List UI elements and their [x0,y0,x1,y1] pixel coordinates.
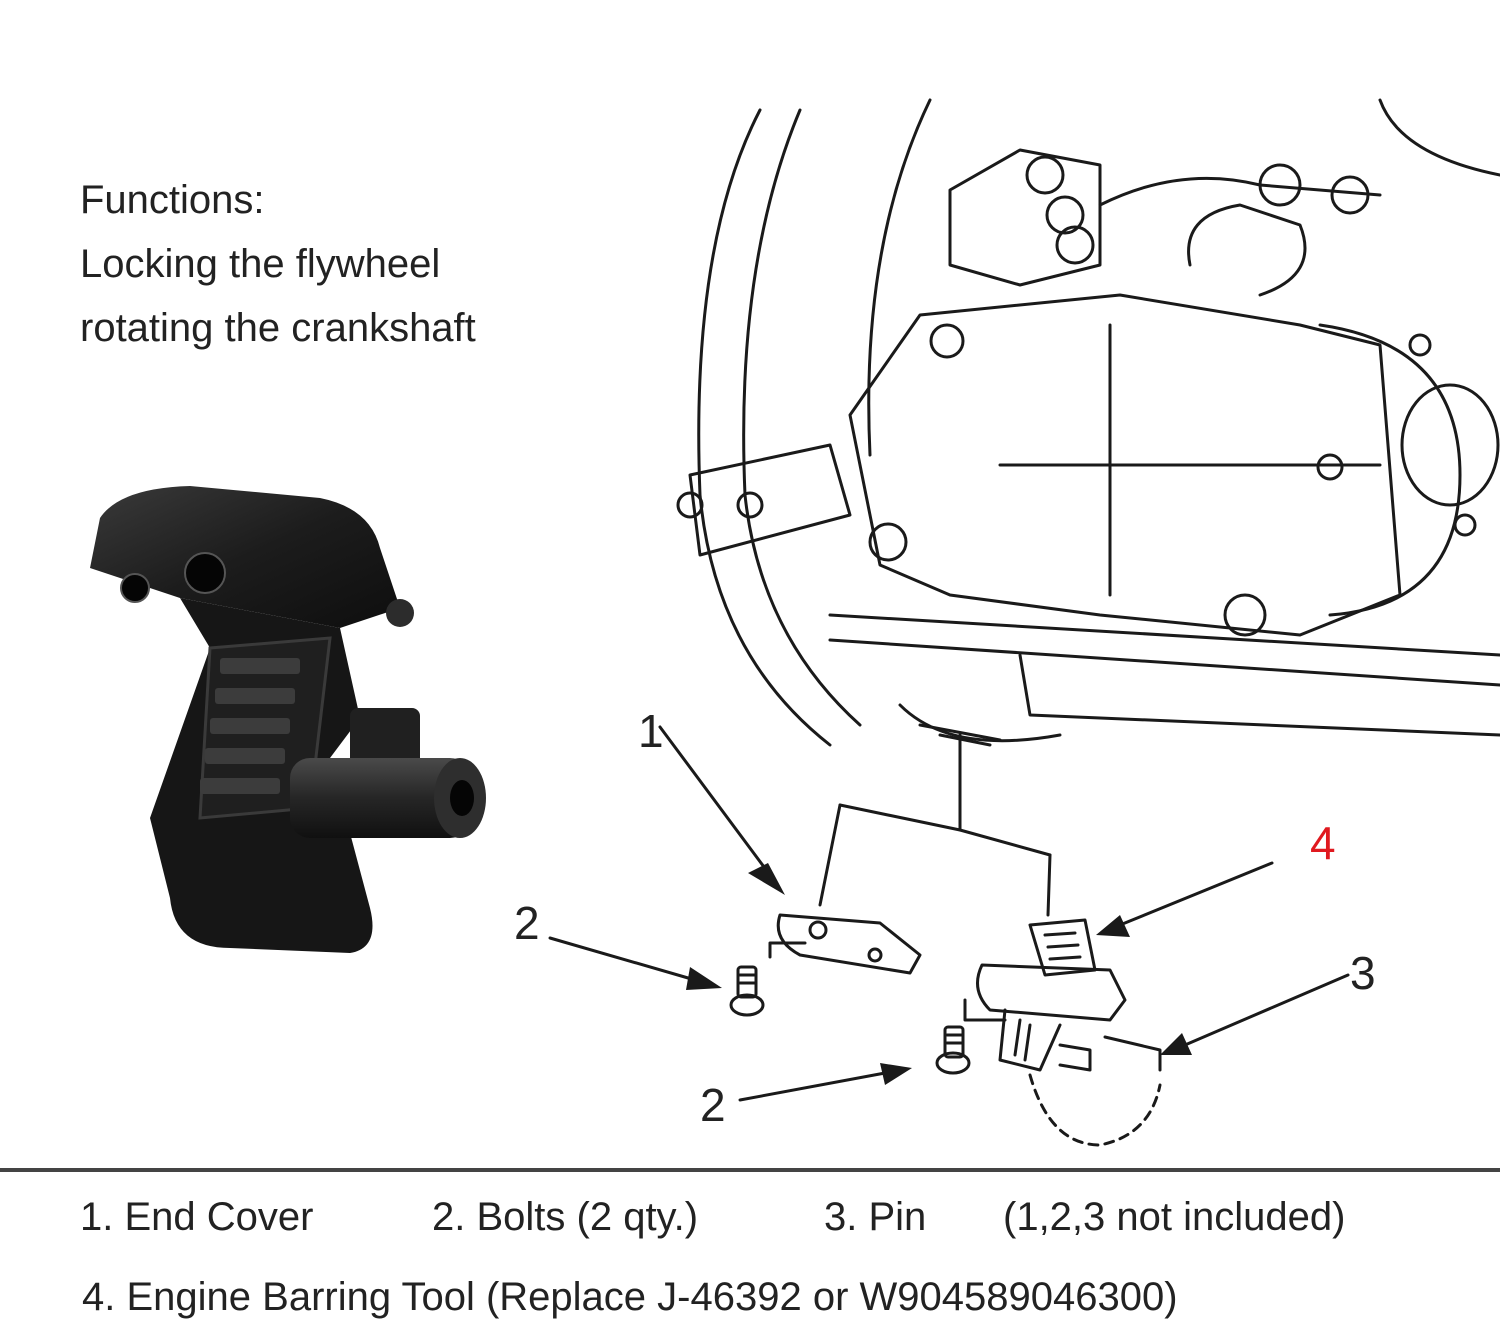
starter-solenoid [948,148,1382,297]
legend-end-cover: 1. End Cover [80,1195,314,1239]
legend-bolts: 2. Bolts (2 qty.) [432,1195,699,1239]
divider-line [0,1168,1500,1172]
callout-4: 4 [1310,817,1336,869]
function-locking: Locking the flywheel [80,242,441,286]
bolt-part-upper [729,965,765,1017]
starter-motor [848,293,1500,637]
functions-heading: Functions: [80,178,265,222]
legend-not-included-note: (1,2,3 not included) [1003,1195,1346,1239]
callout-1: 1 [638,705,664,757]
function-rotating: rotating the crankshaft [80,306,476,350]
callout-2-lower: 2 [700,1079,726,1131]
legend-pin: 3. Pin [824,1195,927,1239]
end-cover-part [776,913,922,975]
barring-tool-photo [80,486,486,953]
bolt-part-lower [935,1025,971,1075]
callout-3: 3 [1350,947,1376,999]
pin-part [1103,1035,1162,1072]
legend-barring-tool: 4. Engine Barring Tool (Replace J-46392 … [82,1275,1178,1319]
installation-diagram [548,98,1500,1147]
callout-2-upper: 2 [514,897,540,949]
flywheel-housing-outline [697,108,832,747]
barring-tool-part [963,918,1162,1147]
functions-block: Functions: Locking the flywheel rotating… [80,168,476,360]
